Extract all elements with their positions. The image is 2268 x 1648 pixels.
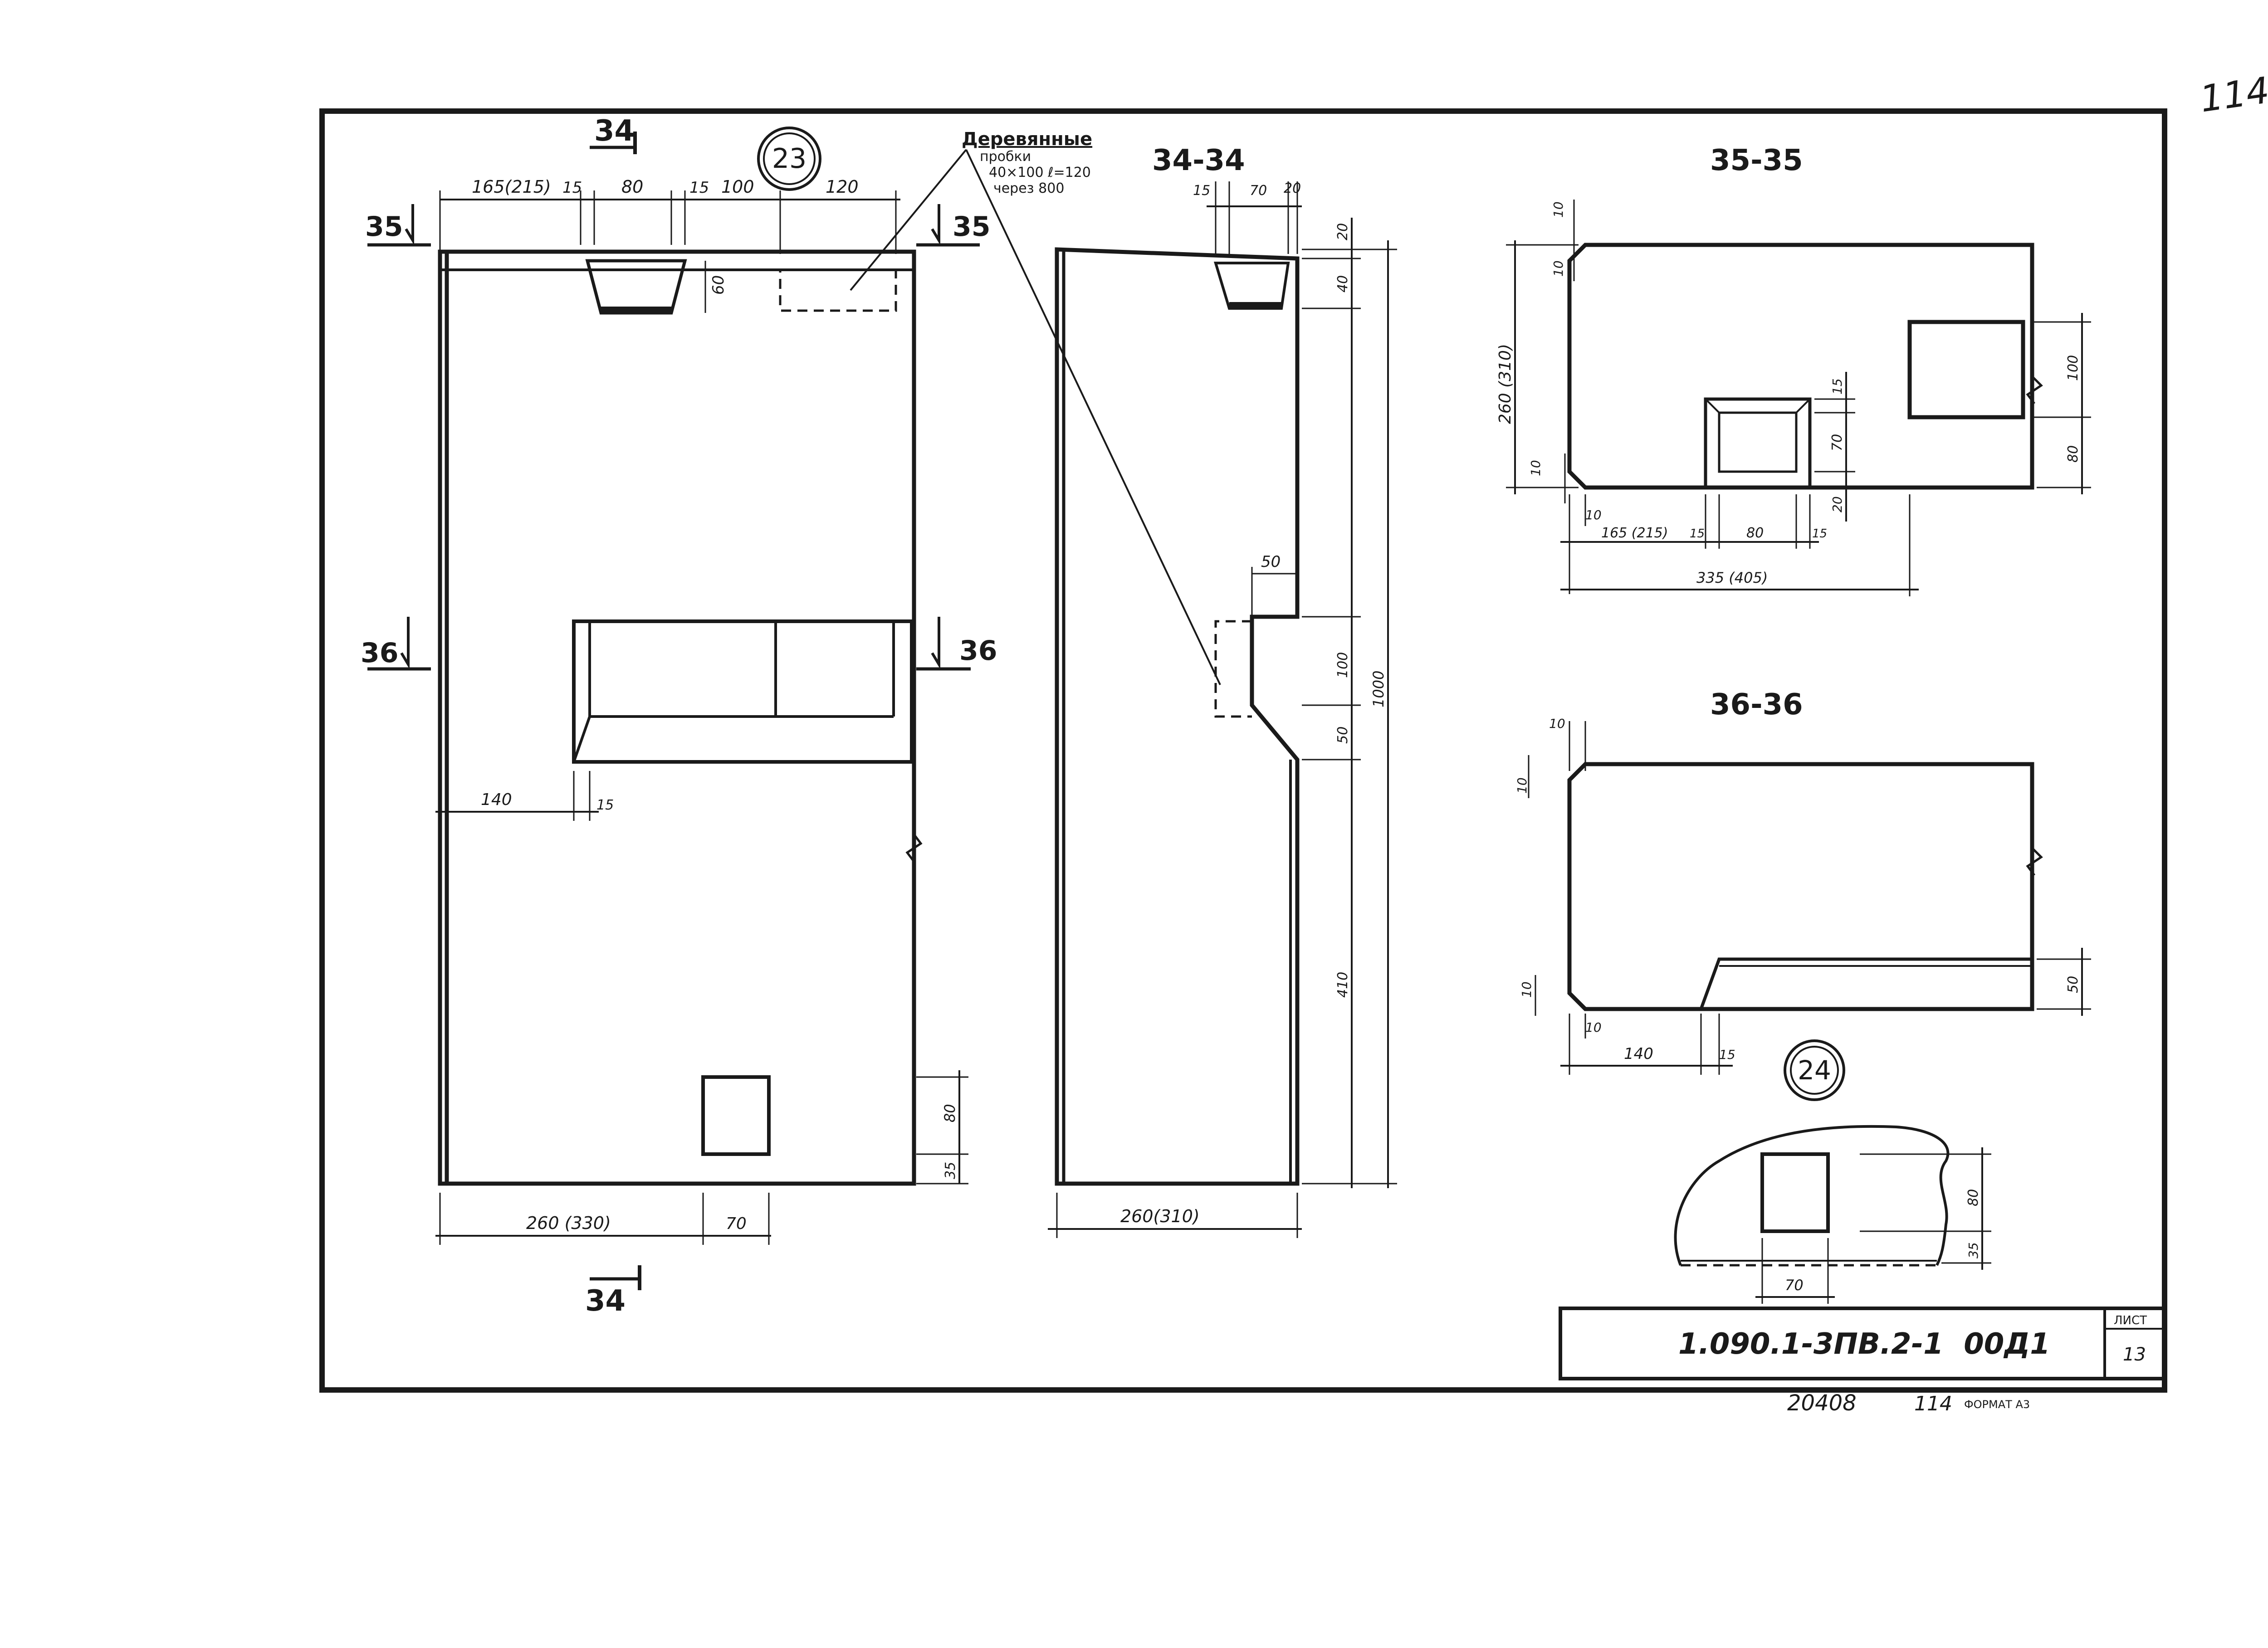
dim-s36-b-10: 10 bbox=[1585, 1020, 1602, 1035]
dim-s36-b-140: 140 bbox=[1624, 1045, 1653, 1063]
footer-format: ФОРМАТ А3 bbox=[1964, 1398, 2030, 1411]
dim-s36-t-10: 10 bbox=[1549, 716, 1565, 731]
dim-elev-top-100: 100 bbox=[721, 177, 754, 197]
dim-n24-r-80: 80 bbox=[1965, 1189, 1981, 1206]
dim-s34-r-40: 40 bbox=[1335, 275, 1351, 293]
dim-s34-total-1000: 1000 bbox=[1370, 671, 1387, 707]
dim-s35-l-10c: 10 bbox=[1528, 460, 1543, 476]
dim-s35-l-260: 260 (310) bbox=[1496, 344, 1515, 424]
dim-s34-step-50: 50 bbox=[1261, 553, 1281, 571]
note-line-2: пробки bbox=[980, 149, 1031, 165]
dim-s34-r-20: 20 bbox=[1335, 223, 1351, 240]
dim-elev-top-165: 165(215) bbox=[472, 177, 551, 197]
section-34-view: 34-34 50 bbox=[1055, 144, 1300, 1186]
dim-s34-top-70: 70 bbox=[1250, 183, 1267, 199]
dim-elev-top-80: 80 bbox=[621, 177, 643, 197]
dim-s35-b-15a: 15 bbox=[1690, 527, 1705, 541]
callout-node-23: 23 bbox=[757, 127, 821, 191]
dim-s35-m-70: 70 bbox=[1829, 434, 1845, 451]
dim-s35-l-10b: 10 bbox=[1551, 260, 1566, 277]
dim-elev-left-15: 15 bbox=[596, 797, 614, 813]
dim-s34-top-15: 15 bbox=[1193, 183, 1210, 199]
handwritten-page-number: 114 bbox=[2197, 69, 2268, 120]
dim-s35-r-100: 100 bbox=[2065, 355, 2081, 381]
dim-s34-top-20: 20 bbox=[1284, 180, 1301, 196]
dim-elev-depth-60: 60 bbox=[709, 275, 728, 295]
dim-n24-b-70: 70 bbox=[1785, 1277, 1804, 1294]
footer-sheet: 114 bbox=[1914, 1392, 1952, 1415]
section-34-dimensions: 15 70 20 20 40 100 50 410 1000 260(310) bbox=[1048, 180, 1397, 1238]
drawing-frame bbox=[319, 108, 2167, 1393]
dim-s35-b-80: 80 bbox=[1746, 525, 1764, 541]
section-mark-35-left: 35 bbox=[365, 211, 403, 243]
elevation-view bbox=[438, 249, 923, 1186]
note-line-3: 40×100 ℓ=120 bbox=[989, 165, 1091, 180]
section-mark-34-bottom: 34 bbox=[585, 1284, 626, 1318]
dim-s36-r-50: 50 bbox=[2065, 976, 2081, 993]
dim-elev-right-80: 80 bbox=[941, 1104, 958, 1122]
sheet-label: ЛИСТ bbox=[2114, 1314, 2147, 1327]
elevation-top-dimensions: 165(215) 15 80 15 100 120 60 bbox=[439, 177, 900, 313]
dim-s35-b-15b: 15 bbox=[1812, 527, 1827, 541]
note-line-1: Деревянные bbox=[962, 129, 1092, 150]
dim-s35-m-15: 15 bbox=[1830, 378, 1845, 395]
title-block: 1.090.1-3ПВ.2-1 00Д1 ЛИСТ 13 bbox=[1559, 1307, 2166, 1380]
wood-plug-note: Деревянные пробки 40×100 ℓ=120 через 800 bbox=[850, 129, 1221, 685]
dim-s36-l-10a: 10 bbox=[1515, 777, 1530, 794]
section-mark-35-right: 35 bbox=[953, 211, 991, 243]
dim-s35-l-10a: 10 bbox=[1551, 201, 1566, 218]
note-line-4: через 800 bbox=[993, 180, 1064, 196]
callout-24-number: 24 bbox=[1798, 1055, 1831, 1086]
footer-code: 20408 bbox=[1787, 1390, 1857, 1416]
section-title-34: 34-34 bbox=[1152, 144, 1245, 177]
section-title-35: 35-35 bbox=[1710, 144, 1803, 177]
section-36-view: 36-36 bbox=[1567, 688, 2043, 1011]
section-mark-34-top: 34 bbox=[594, 114, 635, 148]
dim-s34-r-50: 50 bbox=[1335, 726, 1351, 744]
dim-elev-right-35: 35 bbox=[943, 1162, 958, 1179]
node-24-dimensions: 80 35 70 bbox=[1755, 1147, 1991, 1304]
dim-elev-top-15b: 15 bbox=[689, 179, 709, 197]
elevation-left-dimensions: 140 15 bbox=[435, 771, 614, 821]
section-mark-36-left: 36 bbox=[361, 637, 399, 669]
section-36-dimensions: 10 10 10 10 140 15 50 bbox=[1515, 716, 2091, 1075]
dim-elev-left-140: 140 bbox=[481, 790, 512, 809]
section-title-36: 36-36 bbox=[1710, 688, 1803, 722]
section-35-dimensions: 10 10 260 (310) 10 10 165 (215) 15 80 15… bbox=[1496, 200, 2091, 596]
dim-s36-b-15: 15 bbox=[1719, 1047, 1735, 1062]
dim-s36-l-10b: 10 bbox=[1519, 981, 1534, 998]
section-35-view: 35-35 bbox=[1567, 144, 2043, 490]
dim-s34-bottom-260: 260(310) bbox=[1120, 1206, 1200, 1226]
section-mark-36-right: 36 bbox=[959, 635, 997, 667]
dim-s35-r-80: 80 bbox=[2065, 445, 2081, 463]
dim-elev-bottom-70: 70 bbox=[726, 1214, 747, 1233]
dim-n24-r-35: 35 bbox=[1966, 1242, 1981, 1258]
dim-elev-bottom-260: 260 (330) bbox=[526, 1213, 611, 1233]
callout-23-number: 23 bbox=[772, 143, 807, 175]
dim-s35-b-165: 165 (215) bbox=[1601, 525, 1668, 541]
elevation-bottom-dimensions: 260 (330) 70 bbox=[435, 1193, 771, 1245]
dim-s35-m-20: 20 bbox=[1830, 496, 1845, 512]
dim-s35-b-10: 10 bbox=[1585, 507, 1602, 522]
dim-s34-r-100: 100 bbox=[1335, 652, 1351, 678]
section-marks: 34 34 35 35 36 36 bbox=[361, 114, 997, 1318]
elevation-right-dimensions: 80 35 bbox=[916, 1070, 968, 1185]
sheet-number: 13 bbox=[2123, 1344, 2146, 1365]
drawing-designation: 1.090.1-3ПВ.2-1 00Д1 bbox=[1678, 1327, 2050, 1361]
dim-s35-b-335: 335 (405) bbox=[1696, 569, 1768, 586]
dim-s34-r-410: 410 bbox=[1335, 972, 1351, 998]
dim-elev-top-120: 120 bbox=[826, 177, 859, 197]
dim-elev-top-15a: 15 bbox=[562, 179, 582, 197]
node-24-view: 24 bbox=[1674, 1039, 1950, 1267]
